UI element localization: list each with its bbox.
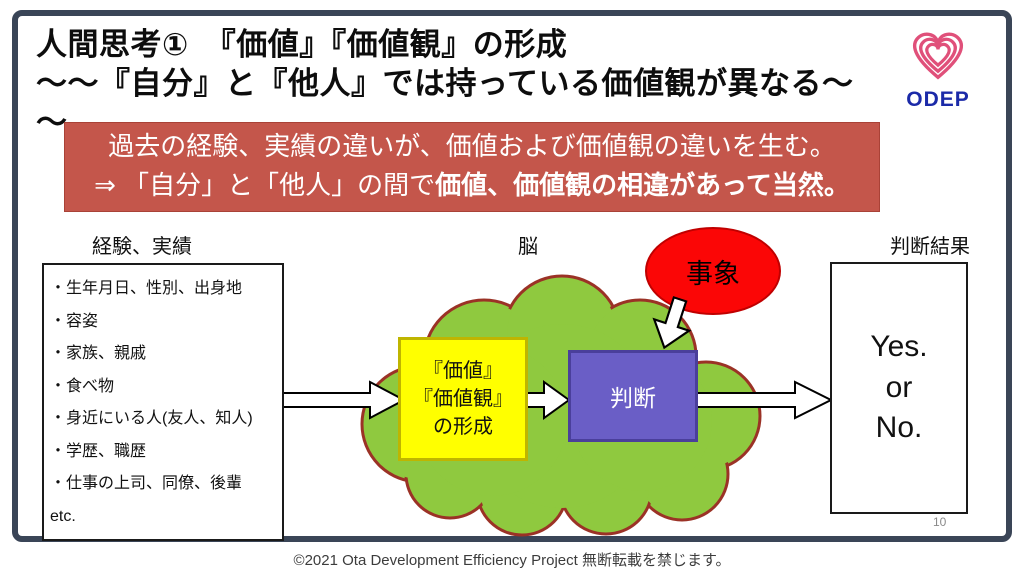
label-experience: 経験、実績 <box>92 236 192 258</box>
arrow-event-to-judgement-icon <box>652 295 692 350</box>
value-formation-box: 『価値』 『価値観』 の形成 <box>398 337 528 461</box>
arrow-judgement-to-result-icon <box>695 380 833 420</box>
experience-item: ・家族、親戚 <box>50 345 147 362</box>
copyright-footer: ©2021 Ota Development Efficiency Project… <box>293 552 731 569</box>
experience-item: ・生年月日、性別、出身地 <box>50 280 243 297</box>
judgement-box: 判断 <box>568 350 698 442</box>
banner-line-2-prefix: ⇒ 「自分」と「他人」の間で <box>94 170 436 200</box>
value-box-line-1: 『価値』 <box>423 360 503 382</box>
experience-list-box: ・生年月日、性別、出身地 ・容姿 ・家族、親戚 ・食べ物 ・身近にいる人(友人、… <box>42 263 284 541</box>
experience-item: ・仕事の上司、同僚、後輩 <box>50 475 243 492</box>
arrow-value-to-judgement-icon <box>527 380 571 420</box>
label-judgement-result: 判断結果 <box>890 236 970 258</box>
page-number: 10 <box>933 515 947 529</box>
judgement-label: 判断 <box>610 385 656 411</box>
banner-line-2: ⇒ 「自分」と「他人」の間で価値、価値観の相違があって当然。 <box>65 166 879 205</box>
event-label: 事象 <box>686 258 740 289</box>
experience-item: ・学歴、職歴 <box>50 442 147 460</box>
experience-item: ・身近にいる人(友人、知人) <box>50 410 253 427</box>
key-message-banner: 過去の経験、実績の違いが、価値および価値観の違いを生む。 ⇒ 「自分」と「他人」… <box>64 122 880 212</box>
judgement-result-box: Yes. or No. <box>830 262 968 514</box>
result-line-2: or <box>885 370 913 404</box>
experience-item: ・容姿 <box>50 312 99 330</box>
result-line-3: No. <box>875 411 923 445</box>
experience-item: etc. <box>50 507 76 525</box>
odep-logo: ODEP <box>890 30 986 112</box>
title-line-1: 人間思考① 『価値』『価値観』の形成 <box>36 27 568 62</box>
value-box-line-2: 『価値観』 <box>413 388 513 410</box>
heart-icon <box>913 32 963 80</box>
value-box-line-3: の形成 <box>433 416 493 438</box>
title-line-2: ～～『自分』と『他人』では持っている価値観が異なる～～ <box>36 65 854 140</box>
experience-item: ・食べ物 <box>50 377 115 395</box>
arrow-experience-to-value-icon <box>280 380 406 420</box>
event-ellipse: 事象 <box>645 227 781 315</box>
slide-title: 人間思考① 『価値』『価値観』の形成 ～～『自分』と『他人』では持っている価値観… <box>36 26 876 142</box>
label-brain: 脳 <box>518 236 538 258</box>
banner-line-2-bold: 価値、価値観の相違があって当然。 <box>435 170 850 200</box>
odep-logo-text: ODEP <box>906 88 970 111</box>
result-line-1: Yes. <box>870 330 928 364</box>
banner-line-1: 過去の経験、実績の違いが、価値および価値観の違いを生む。 <box>108 131 836 161</box>
